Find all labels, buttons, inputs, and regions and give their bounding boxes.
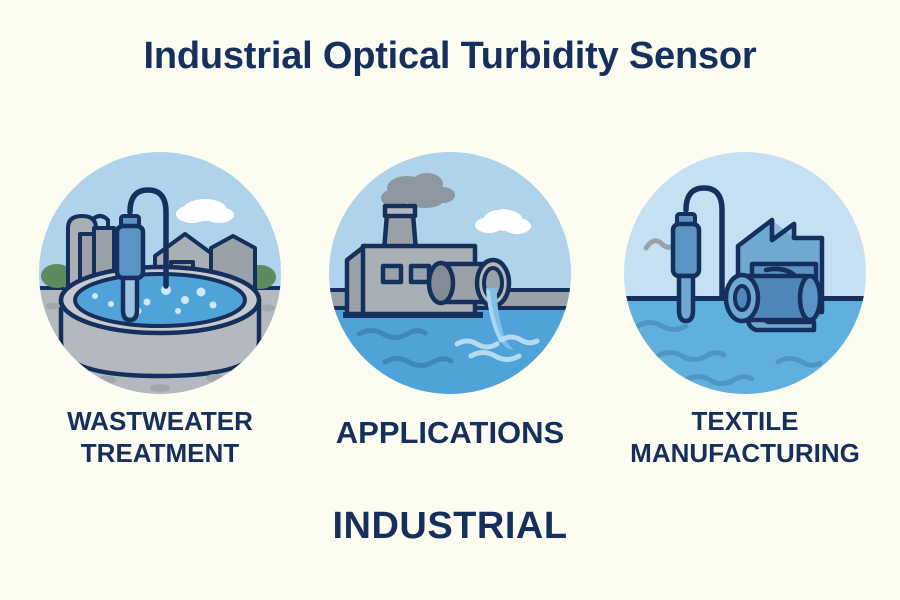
footer-label: INDUSTRIAL (332, 505, 568, 547)
panel-textile-manufacturing[interactable] (620, 148, 870, 398)
caption-wastewater-treatment: WASTWEATER TREATMENT (20, 406, 300, 469)
panel-wastewater-treatment[interactable] (35, 148, 285, 398)
water-stream (486, 288, 514, 350)
fabric-roll (723, 272, 823, 333)
cloud-icon (475, 209, 531, 234)
factory-discharge-illustration (329, 152, 571, 394)
water-body (329, 308, 571, 394)
textile-manufacturing-illustration (624, 152, 866, 394)
wave-lines (356, 328, 454, 368)
clarifier-tank (58, 264, 262, 379)
wave-lines (635, 320, 823, 386)
discharge-pipe (426, 257, 512, 309)
caption-line-1: WASTWEATER (67, 406, 253, 436)
cloud-icon (176, 199, 234, 223)
wastewater-treatment-illustration (39, 152, 281, 394)
ground-speckles (46, 302, 275, 392)
splash-waves (454, 334, 540, 362)
caption-line-1: TEXTILE (691, 406, 799, 436)
caption-textile-manufacturing: TEXTILE MANUFACTURING (600, 406, 890, 469)
smoke-cloud-icon (381, 173, 455, 208)
panel-row (0, 148, 900, 398)
caption-line-1: APPLICATIONS (335, 415, 565, 450)
stream-highlight (486, 289, 503, 341)
caption-line-2: MANUFACTURING (630, 437, 860, 468)
page-title: Industrial Optical Turbidity Sensor (143, 35, 757, 77)
sensor-probe (670, 185, 725, 324)
caption-line-2: TREATMENT (80, 437, 240, 468)
caption-applications: APPLICATIONS (310, 414, 590, 452)
sensor-probe (114, 187, 169, 323)
panel-applications[interactable] (325, 148, 575, 398)
